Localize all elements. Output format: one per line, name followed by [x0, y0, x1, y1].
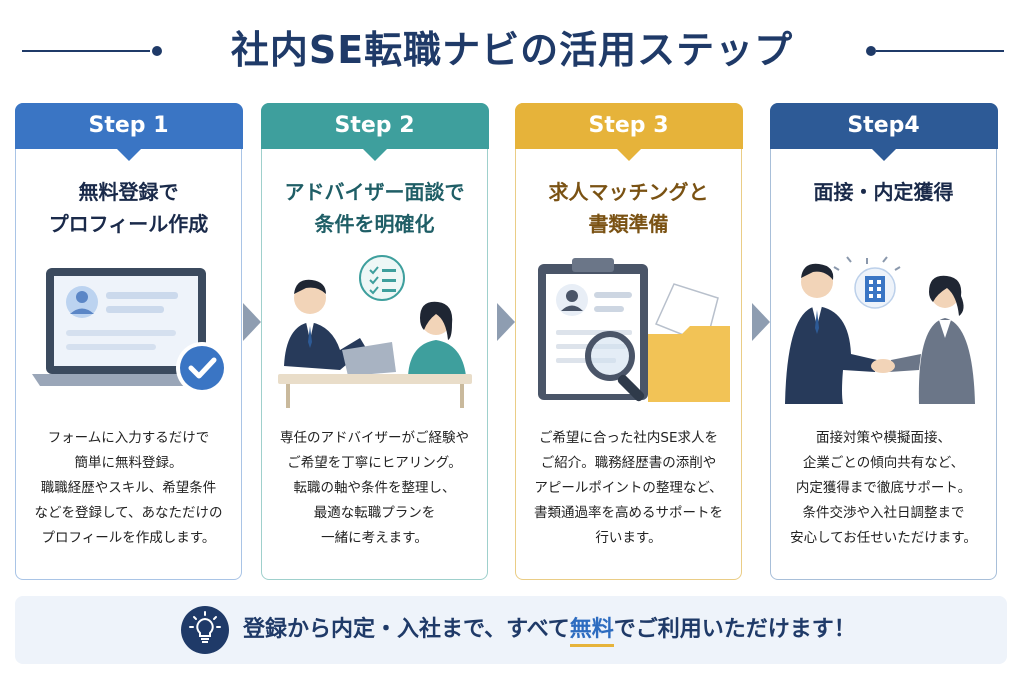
clipboard-magnifier-folder-icon	[538, 258, 730, 402]
step-card-2: Step 2 アドバイザー面談で 条件を明確化 専任のアドバイザーがご経験や ご…	[260, 102, 489, 580]
footer-highlight: 無料	[569, 617, 614, 647]
footer-text-before: 登録から内定・入社まで、すべて	[243, 617, 570, 642]
step-arrow-1	[243, 303, 261, 341]
step-label: Step4	[769, 102, 998, 161]
page-title: 社内SE転職ナビの活用ステップ	[230, 28, 794, 72]
advisor-meeting-icon	[278, 255, 472, 408]
step-heading: アドバイザー面談で 条件を明確化	[284, 180, 465, 236]
step-description: ご希望に合った社内SE求人を ご紹介。職務経歴書の添削や アピールポイントの整理…	[534, 430, 723, 546]
step-label: Step 1	[14, 102, 243, 161]
step-card-1: Step 1 無料登録で プロフィール作成 フォームに入力するだけで 簡単に無料…	[14, 102, 243, 580]
footer-text-after: でご利用いただけます！	[613, 617, 856, 642]
step-card-4: Step4 面接・内定獲得 面接対策や模擬面接、 企業ごとの傾向共有など、 内定…	[769, 102, 998, 580]
step-description: 面接対策や模擬面接、 企業ごとの傾向共有など、 内定獲得まで徹底サポート。 条件…	[790, 430, 977, 546]
step-heading: 面接・内定獲得	[813, 180, 954, 204]
step-description: フォームに入力するだけで 簡単に無料登録。 職職経歴やスキル、希望条件 などを登…	[34, 430, 223, 546]
step-heading: 求人マッチングと 書類準備	[548, 180, 709, 236]
step-label: Step 2	[260, 102, 489, 161]
step-arrow-2	[497, 303, 515, 341]
title-dot-left	[152, 46, 162, 56]
handshake-building-icon	[785, 256, 975, 404]
title-rule-left	[22, 50, 150, 52]
laptop-profile-check-icon	[32, 268, 228, 394]
title-row: 社内SE転職ナビの活用ステップ	[0, 22, 1024, 78]
title-dot-right	[866, 46, 876, 56]
step-arrow-3	[752, 303, 770, 341]
step-description: 専任のアドバイザーがご経験や ご希望を丁寧にヒアリング。 転職の軸や条件を整理し…	[280, 430, 469, 546]
lightbulb-icon	[181, 606, 229, 654]
title-rule-right	[876, 50, 1004, 52]
footer-banner: 登録から内定・入社まで、すべて無料でご利用いただけます！	[15, 596, 1007, 664]
step-card-3: Step 3 求人マッチングと 書類準備 ご希望に合った社内SE求人を ご紹介。…	[514, 102, 743, 580]
step-label: Step 3	[514, 102, 743, 161]
footer-message: 登録から内定・入社まで、すべて無料でご利用いただけます！	[243, 596, 856, 664]
step-heading: 無料登録で プロフィール作成	[48, 180, 209, 236]
